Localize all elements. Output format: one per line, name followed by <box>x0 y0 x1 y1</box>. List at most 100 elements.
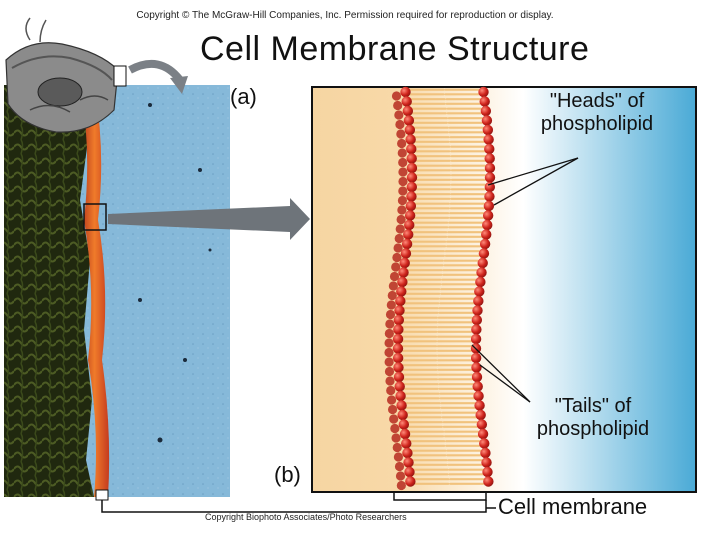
phospholipid-head <box>404 124 416 136</box>
phospholipid-head <box>405 200 417 212</box>
phospholipid-head <box>396 400 407 411</box>
cell-membrane-label: Cell membrane <box>498 494 648 519</box>
copyright-bottom: Copyright Biophoto Associates/Photo Rese… <box>205 512 407 522</box>
phospholipid-head <box>470 352 482 364</box>
phospholipid-head <box>481 457 492 468</box>
phospholipid-head <box>395 295 406 307</box>
speck <box>198 168 202 172</box>
phospholipid-head <box>404 210 416 221</box>
phospholipid-head <box>484 181 496 193</box>
phospholipid-head <box>397 276 408 288</box>
phospholipid-head <box>398 267 409 278</box>
phospholipid-head <box>400 248 412 259</box>
phospholipid-head <box>475 409 486 421</box>
phospholipid-head <box>483 476 494 487</box>
phospholipid-head <box>476 419 488 430</box>
connector-bracket <box>101 500 487 513</box>
phospholipid-head <box>404 466 415 478</box>
curved-arrow <box>128 59 184 83</box>
phospholipid-head <box>394 461 405 472</box>
phospholipid-head <box>393 100 403 111</box>
phospholipid-head <box>396 214 406 225</box>
phospholipid-bilayer <box>384 86 496 491</box>
phospholipid-head <box>397 205 407 215</box>
phospholipid-head <box>389 271 400 282</box>
phospholipid-head <box>406 143 417 155</box>
membrane-band <box>80 85 110 497</box>
zoom-arrow <box>108 198 310 240</box>
phospholipid-head <box>471 362 482 373</box>
phospholipid-head <box>396 286 407 297</box>
phospholipid-head <box>397 409 408 421</box>
phospholipid-head <box>482 219 493 231</box>
tails-pointer-line <box>471 344 531 403</box>
phospholipid-head <box>395 224 405 234</box>
phospholipid-head <box>479 238 491 250</box>
phospholipid-head <box>482 466 493 478</box>
speck <box>148 103 152 107</box>
phospholipid-head <box>394 305 405 316</box>
phospholipid-head <box>392 352 404 364</box>
phospholipid-head <box>391 262 401 272</box>
phospholipid-head <box>406 181 418 193</box>
page-title: Cell Membrane Structure <box>200 30 590 68</box>
phospholipid-head <box>391 91 402 101</box>
phospholipid-head <box>477 257 488 269</box>
phospholipid-head <box>405 476 416 487</box>
phospholipid-head <box>474 286 485 297</box>
tails-pointer-line <box>479 364 531 403</box>
phospholipid-head <box>476 267 487 278</box>
phospholipid-head <box>484 172 496 183</box>
phospholipid-head <box>482 124 494 136</box>
phospholipid-head <box>482 210 494 221</box>
phospholipid-head <box>388 281 398 291</box>
phospholipid-head <box>390 423 400 434</box>
phospholipid-head <box>481 229 492 240</box>
phospholipid-head <box>480 447 491 459</box>
phospholipid-head <box>402 105 414 117</box>
phospholipid-head <box>393 314 405 326</box>
phospholipid-head <box>401 96 412 107</box>
phospholipid-head <box>398 167 408 177</box>
panel-a-label: (a) <box>230 84 257 109</box>
phospholipid-head <box>478 86 489 98</box>
phospholipid-head <box>402 447 413 459</box>
phospholipid-head <box>395 471 406 481</box>
phospholipid-head <box>384 366 395 377</box>
tails-label: "Tails" of phospholipid <box>508 395 678 441</box>
phospholipid-head <box>401 238 413 250</box>
panel-b-label: (b) <box>274 462 301 487</box>
phospholipid-head <box>477 428 489 440</box>
speck <box>183 358 187 362</box>
phospholipid-head <box>386 300 396 310</box>
speck <box>138 298 142 302</box>
curved-arrow-head <box>170 76 188 94</box>
phospholipid-head <box>471 314 483 326</box>
phospholipid-head <box>471 324 482 335</box>
copyright-top: Copyright © The McGraw-Hill Companies, I… <box>136 10 554 21</box>
phospholipid-head <box>401 438 412 449</box>
phospholipid-head <box>406 162 418 174</box>
micrograph-panel-a <box>4 85 230 501</box>
phospholipid-head <box>391 433 401 443</box>
phospholipid-head <box>394 110 404 120</box>
phospholipid-head <box>392 252 402 263</box>
phospholipid-head <box>403 115 415 126</box>
phospholipid-head <box>399 257 410 269</box>
phospholipid-head <box>387 404 398 415</box>
phospholipid-head <box>398 186 408 196</box>
phospholipid-head <box>397 138 407 149</box>
phospholipid-head <box>392 343 404 354</box>
phospholipid-head <box>399 428 411 440</box>
phospholipid-head <box>484 143 495 155</box>
phospholipid-head <box>387 290 397 301</box>
zoom-box <box>83 203 107 231</box>
phospholipid-head <box>483 200 495 212</box>
phospholipid-head <box>385 376 395 386</box>
phospholipid-head <box>393 324 404 335</box>
heads-pointer-line <box>487 157 579 186</box>
phospholipid-head <box>472 381 483 392</box>
phospholipid-head <box>484 153 495 164</box>
phospholipid-head <box>484 191 495 202</box>
